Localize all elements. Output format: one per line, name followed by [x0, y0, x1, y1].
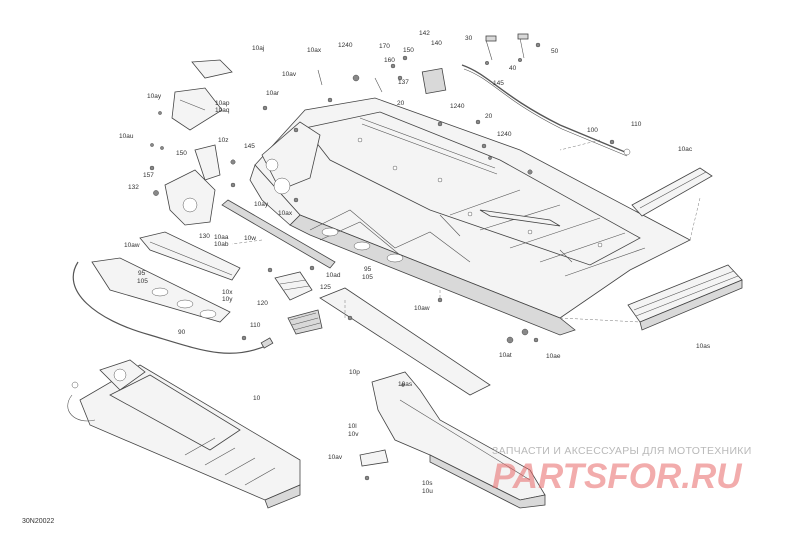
label-1240-top: 1240 [338, 42, 353, 49]
left-rail-assembly [91, 231, 241, 323]
upper-bracket [171, 87, 223, 131]
label-10at: 10at [499, 352, 512, 359]
label-10s: 10s [422, 480, 433, 487]
label-95-left: 95 [138, 270, 146, 277]
label-10v: 10v [348, 431, 359, 438]
label-145-left: 145 [244, 143, 255, 150]
label-20-b: 20 [485, 113, 493, 120]
bracket-10aj [191, 59, 233, 79]
label-110-bottom: 110 [250, 322, 261, 329]
label-10as-right: 10as [696, 343, 711, 350]
label-170: 170 [379, 43, 390, 50]
watermark-logo: PARTSFOR.RU [492, 457, 742, 496]
label-10ay: 10ay [147, 93, 162, 100]
label-10ad: 10ad [326, 272, 341, 279]
label-10aw-right: 10aw [414, 305, 430, 312]
label-142: 142 [419, 30, 430, 37]
label-110-top: 110 [631, 121, 642, 128]
label-10u: 10u [422, 488, 433, 495]
part-labels: 10aj 10ax 1240 170 142 30 50 40 150 160 … [119, 30, 711, 495]
label-50: 50 [551, 48, 559, 55]
label-10ab: 10ab [214, 241, 229, 248]
tunnel-assembly [249, 97, 691, 336]
label-10au: 10au [119, 133, 134, 140]
label-90: 90 [178, 329, 186, 336]
front-bracket [164, 144, 221, 226]
label-10x: 10x [222, 289, 233, 296]
label-1240-mid: 1240 [450, 103, 465, 110]
stiffener-10ac [631, 167, 713, 217]
label-10w: 10w [244, 235, 256, 242]
watermark-tagline: ЗАПЧАСТИ И АКСЕССУАРЫ ДЛЯ МОТОТЕХНИКИ [492, 445, 752, 457]
rod-100 [461, 64, 626, 153]
label-10ay-mid: 10ay [254, 201, 269, 208]
label-10ap: 10ap [215, 100, 230, 107]
lower-frame-assembly [67, 359, 301, 509]
cable-90 [72, 261, 269, 354]
label-132: 132 [128, 184, 139, 191]
label-10ax-mid: 10ax [278, 210, 293, 217]
label-137: 137 [398, 79, 409, 86]
label-100: 100 [587, 127, 598, 134]
leader-lines [231, 139, 701, 323]
top-hardware [149, 33, 615, 481]
lower-panel [319, 287, 491, 396]
label-150-top: 150 [403, 47, 414, 54]
label-10ax-top: 10ax [307, 47, 322, 54]
label-150-left: 150 [176, 150, 187, 157]
label-140: 140 [431, 40, 442, 47]
label-10aw-left: 10aw [124, 242, 140, 249]
label-120: 120 [257, 300, 268, 307]
label-130: 130 [199, 233, 210, 240]
label-157: 157 [143, 172, 154, 179]
label-10y: 10y [222, 296, 233, 303]
label-10aq: 10aq [215, 107, 230, 114]
label-10ae: 10ae [546, 353, 561, 360]
label-125: 125 [320, 284, 331, 291]
label-40: 40 [509, 65, 517, 72]
label-160: 160 [384, 57, 395, 64]
label-10av-bottom: 10av [328, 454, 343, 461]
label-10z: 10z [218, 137, 228, 144]
label-10as-bottom: 10as [398, 381, 413, 388]
label-30: 30 [465, 35, 473, 42]
diagram-code: 30N20022 [22, 518, 54, 525]
label-10aj: 10aj [252, 45, 264, 52]
label-10p: 10p [349, 369, 360, 376]
label-10l: 10l [348, 423, 357, 430]
label-10aa: 10aa [214, 234, 229, 241]
label-10ac: 10ac [678, 146, 693, 153]
label-1240-right: 1240 [497, 131, 512, 138]
label-10av-top: 10av [282, 71, 297, 78]
label-20-a: 20 [397, 100, 405, 107]
strap-10w [221, 199, 336, 269]
label-145-top: 145 [493, 80, 504, 87]
rear-end-assembly [359, 371, 546, 509]
label-105-left: 105 [137, 278, 148, 285]
label-10ar: 10ar [266, 90, 280, 97]
label-95-right: 95 [364, 266, 372, 273]
label-10: 10 [253, 395, 261, 402]
bracket-120 [274, 271, 313, 301]
label-105-right: 105 [362, 274, 373, 281]
